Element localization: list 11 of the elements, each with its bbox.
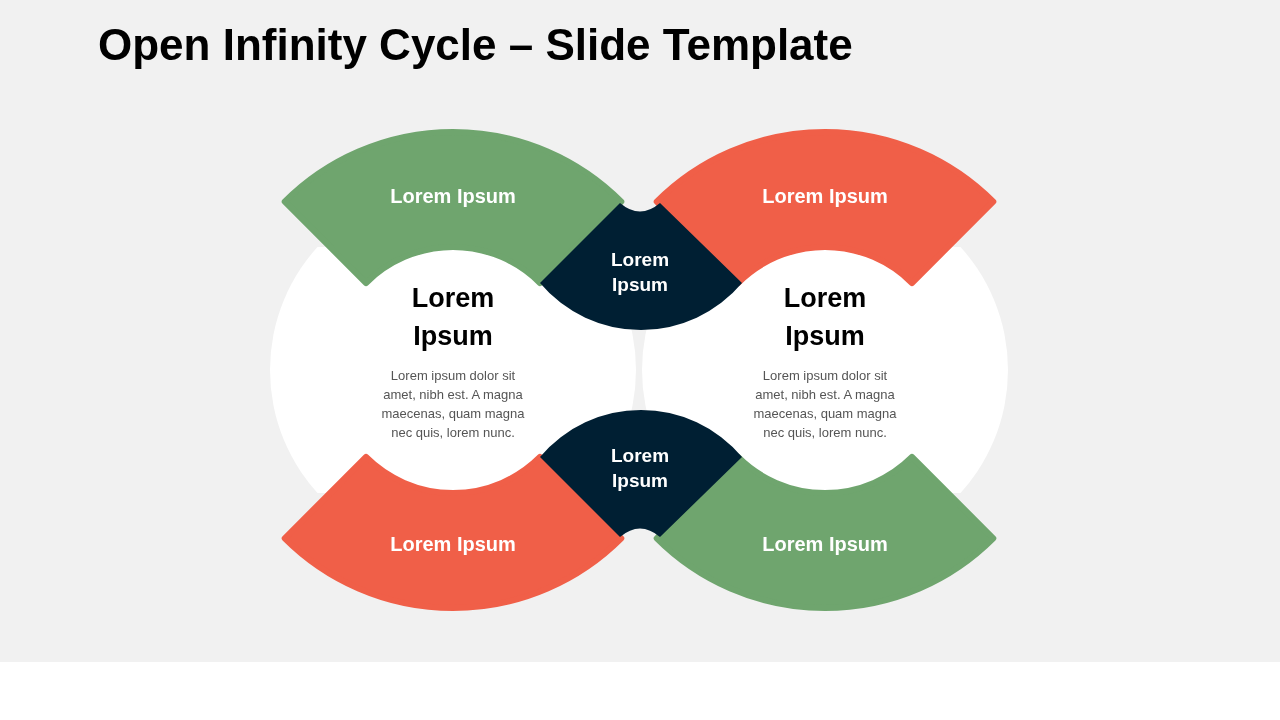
segment-label: Lorem Ipsum [761, 184, 889, 209]
segment-label: Lorem Ipsum [389, 532, 517, 557]
description-text: Lorem ipsum dolor sit amet, nibh est. A magna maecenas, quam magna nec quis, lorem nunc. [380, 367, 526, 442]
description-text: Lorem ipsum dolor sit amet, nibh est. A magna maecenas, quam magna nec quis, lorem nunc. [752, 367, 898, 442]
segment-label: Lorem Ipsum [609, 444, 671, 493]
segment-label: Lorem Ipsum [609, 248, 671, 297]
heading-text: Lorem Ipsum [410, 282, 496, 353]
segment-label: Lorem Ipsum [761, 532, 889, 557]
heading-text: Lorem Ipsum [782, 282, 868, 353]
segment-label: Lorem Ipsum [389, 184, 517, 209]
slide-title: Open Infinity Cycle – Slide Template [98, 20, 853, 70]
